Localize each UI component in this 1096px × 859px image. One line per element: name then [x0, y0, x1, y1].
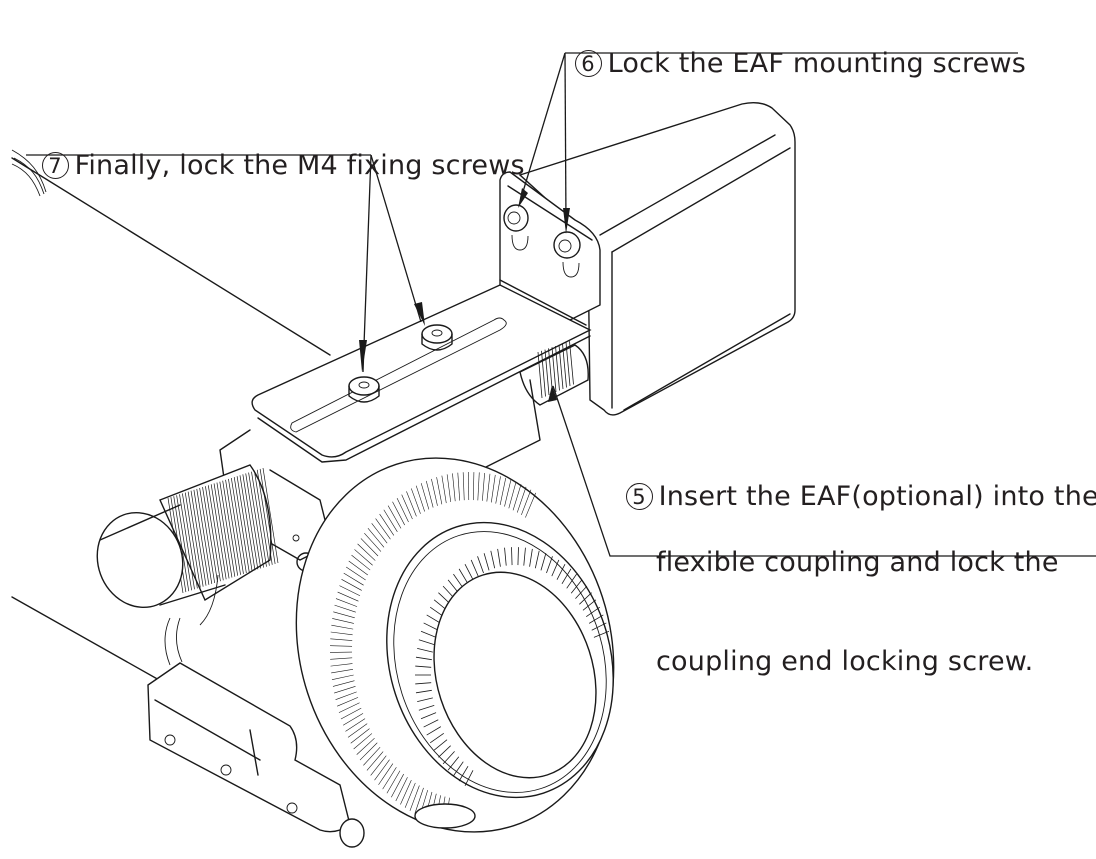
step-number-badge: 5	[625, 483, 653, 510]
telescope-tube	[11, 149, 331, 686]
arrow-step7-a	[359, 340, 367, 372]
arrow-step6-a	[518, 188, 528, 208]
arrow-step5	[548, 385, 557, 402]
focuser-drawtube-ring	[295, 457, 615, 833]
focus-knob	[96, 464, 279, 626]
callout-text: Finally, lock the M4 fixing screws	[74, 150, 525, 181]
eaf-motor-unit	[518, 101, 796, 416]
m4-fixing-screw	[421, 324, 453, 351]
callout-text-line1: Insert the EAF(optional) into the	[658, 481, 1096, 512]
slotted-bracket-plate	[251, 284, 592, 463]
step-number-badge: 7	[41, 152, 69, 179]
callout-text: Lock the EAF mounting screws	[607, 48, 1027, 79]
leader-step5	[552, 385, 1096, 557]
finder-shoe	[147, 617, 476, 848]
callout-text-line3: coupling end locking screw.	[656, 646, 1034, 677]
callout-text-line2: flexible coupling and lock the	[656, 547, 1059, 578]
eaf-mounting-screw	[503, 204, 529, 251]
step-number-badge: 6	[574, 50, 602, 77]
eaf-mounting-screw	[553, 231, 581, 278]
arrow-step7-b	[414, 302, 425, 326]
callout-leaders	[26, 52, 1096, 557]
arrow-step6-b	[563, 208, 570, 234]
m4-fixing-screw	[348, 376, 380, 403]
